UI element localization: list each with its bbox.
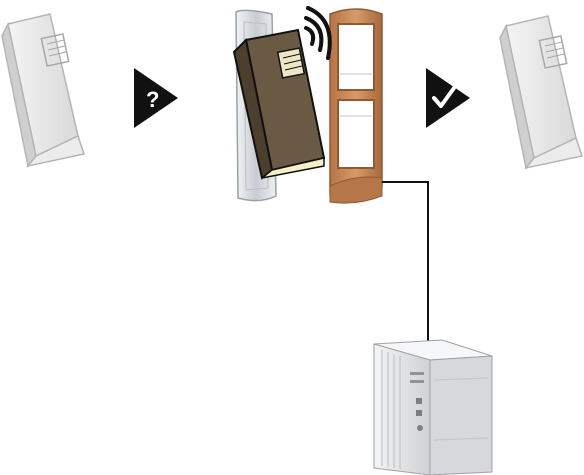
- gate-server-wire: [382, 182, 428, 342]
- question-arrow-icon: ?: [134, 68, 178, 128]
- svg-text:?: ?: [146, 87, 159, 112]
- server-tower-icon: [374, 340, 492, 475]
- rfid-gate-icon: [330, 9, 382, 203]
- left-book-icon: [2, 14, 84, 166]
- right-book-icon: [500, 16, 582, 168]
- wireless-signal-icon: [306, 8, 330, 58]
- check-arrow-icon: [426, 68, 470, 128]
